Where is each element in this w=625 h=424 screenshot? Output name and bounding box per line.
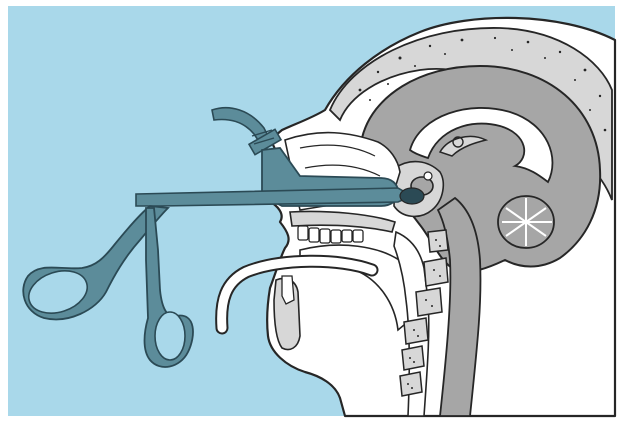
instrument-tip <box>400 188 424 204</box>
cerebellum <box>498 196 554 248</box>
sella-detail <box>424 172 432 180</box>
lower-tooth <box>282 276 294 304</box>
